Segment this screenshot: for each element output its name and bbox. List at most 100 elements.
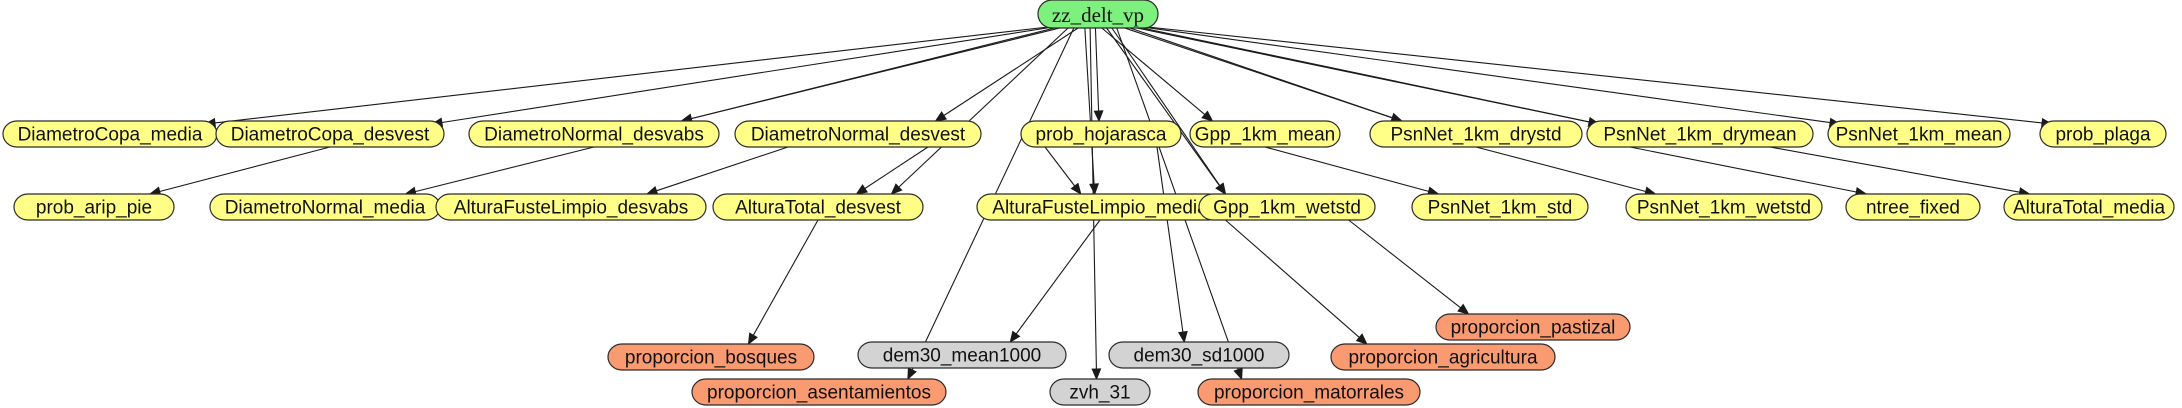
node-label: AlturaFusteLimpio_media (992, 198, 1208, 219)
edge-line (1094, 26, 1100, 112)
node-box (1435, 313, 1631, 341)
node-box (435, 193, 707, 221)
node-label: AlturaTotal_desvest (735, 198, 902, 219)
node-label: DiametroCopa_media (18, 125, 203, 146)
node-box (1037, 0, 1159, 29)
node-psnnet-1km-drymean: PsnNet_1km_drymean (1586, 120, 1814, 148)
node-proporcion-agricultura: proporcion_agricultura (1330, 343, 1556, 371)
edge-line (1126, 26, 1393, 119)
node-label: proporcion_matorrales (1214, 383, 1404, 404)
edge-line (1348, 219, 1461, 309)
node-label: prob_hojarasca (1036, 125, 1167, 146)
edge-psnnet_1km_drymean-to-ntree_fixed (1629, 146, 1868, 197)
node-label: prob_arip_pie (36, 198, 152, 219)
node-label: DiametroNormal_desvabs (484, 125, 704, 146)
node-label: zvh_31 (1069, 383, 1130, 404)
edge-diametronormal_desvabs-to-diametronormal_media (404, 146, 595, 197)
edge-line (1015, 219, 1101, 335)
edge-diametrocopa_desvest-to-prob_arip_pie (148, 146, 331, 197)
edge-root-to-gpp_1km_wetstd (1110, 26, 1227, 196)
edge-arrowhead (1009, 330, 1021, 344)
edge-line (1629, 146, 1857, 193)
node-label: AlturaFusteLimpio_desvabs (454, 198, 688, 219)
edge-line (864, 146, 929, 189)
edge-arrowhead (1070, 182, 1082, 196)
edge-psnnet_1km_drystd-to-psnnet_1km_wetstd (1475, 146, 1657, 197)
edge-prob_hojarasca-to-dem30_sd1000 (1156, 146, 1188, 344)
edge-line (1100, 26, 1206, 116)
edge-gpp_1km_wetstd-to-proporcion_pastizal (1348, 219, 1470, 315)
node-psnnet-1km-mean: PsnNet_1km_mean (1827, 120, 2011, 148)
edge-diametronormal_desvest-to-alturafustelimpio_desvabs (645, 146, 789, 196)
node-label: DiametroNormal_desvest (751, 125, 966, 146)
node-prob-arip-pie: prob_arip_pie (13, 193, 175, 221)
edge-line (159, 146, 331, 193)
edge-arrowhead (1093, 110, 1104, 123)
edge-arrowhead (1201, 110, 1214, 122)
node-proporcion-pastizal: proporcion_pastizal (1435, 313, 1631, 341)
node-box (1189, 120, 1341, 148)
edge-gpp_1km_wetstd-to-proporcion_agricultura (1225, 219, 1368, 345)
edge-line (1225, 219, 1360, 338)
node-diametrocopa-desvest: DiametroCopa_desvest (215, 120, 445, 148)
node-proporcion-bosques: proporcion_bosques (607, 343, 815, 371)
node-box (215, 120, 445, 148)
node-box (13, 193, 175, 221)
node-box (2003, 193, 2175, 221)
node-root: zz_delt_vp (1037, 0, 1159, 29)
edge-arrowhead (1355, 333, 1368, 345)
edge-root-to-psnnet_1km_drymean (1132, 26, 1601, 127)
edge-line (1147, 26, 2043, 124)
edge-root-to-psnnet_1km_mean (1142, 26, 1842, 128)
node-psnnet-1km-wetstd: PsnNet_1km_wetstd (1625, 193, 1823, 221)
edge-line (943, 26, 1080, 116)
node-diametronormal-desvabs: DiametroNormal_desvabs (468, 120, 720, 148)
node-box (1827, 120, 2011, 148)
node-label: Gpp_1km_mean (1195, 125, 1335, 146)
node-alturatotal-media: AlturaTotal_media (2003, 193, 2175, 221)
edge-line (1110, 26, 1221, 187)
node-label: PsnNet_1km_drymean (1603, 125, 1796, 146)
edge-arrowhead (1091, 368, 1102, 381)
edge-diametronormal_desvest-to-alturatotal_desvest (855, 146, 929, 195)
edge-gpp_1km_mean-to-psnnet_1km_std (1264, 146, 1440, 196)
edge-arrowhead (1233, 367, 1243, 381)
edge-root-to-gpp_1km_mean (1100, 26, 1214, 122)
node-label: PsnNet_1km_mean (1836, 125, 2003, 146)
node-label: prob_plaga (2055, 125, 2151, 146)
node-box (1049, 378, 1151, 406)
edge-line (656, 146, 789, 192)
node-dem30-mean1000: dem30_mean1000 (857, 341, 1067, 369)
edge-root-to-diametronormal_desvest (934, 26, 1080, 122)
edge-line (752, 219, 819, 336)
edge-line (691, 26, 1064, 120)
node-box (857, 341, 1067, 369)
edge-arrowhead (1177, 330, 1188, 344)
node-alturafustelimpio-desvabs: AlturaFusteLimpio_desvabs (435, 193, 707, 221)
node-box (1108, 341, 1290, 369)
node-box (1625, 193, 1823, 221)
edge-arrowhead (907, 367, 917, 381)
edge-root-to-alturatotal_desvest (890, 26, 1070, 195)
node-box (1198, 193, 1376, 221)
node-label: PsnNet_1km_wetstd (1637, 198, 1811, 219)
edge-line (1137, 26, 1590, 123)
edge-layer (148, 26, 2054, 381)
edge-root-to-gpp_1km_wetstd (1105, 26, 1227, 196)
node-label: AlturaTotal_media (2013, 198, 2166, 219)
node-dem30-sd1000: dem30_sd1000 (1108, 341, 1290, 369)
node-box (1330, 343, 1556, 371)
node-box (468, 120, 720, 148)
node-prob-plaga: prob_plaga (2039, 120, 2167, 148)
edge-line (1105, 26, 1221, 187)
edge-root-to-diametrocopa_desvest (430, 26, 1054, 128)
edge-line (898, 26, 1070, 188)
node-diametronormal-media: DiametroNormal_media (209, 193, 441, 221)
edge-line (1769, 146, 2020, 193)
edge-arrowhead (747, 332, 758, 346)
node-label: dem30_mean1000 (883, 346, 1041, 367)
node-box (691, 378, 947, 406)
edge-line (415, 146, 595, 193)
edge-arrowhead (1089, 183, 1100, 196)
